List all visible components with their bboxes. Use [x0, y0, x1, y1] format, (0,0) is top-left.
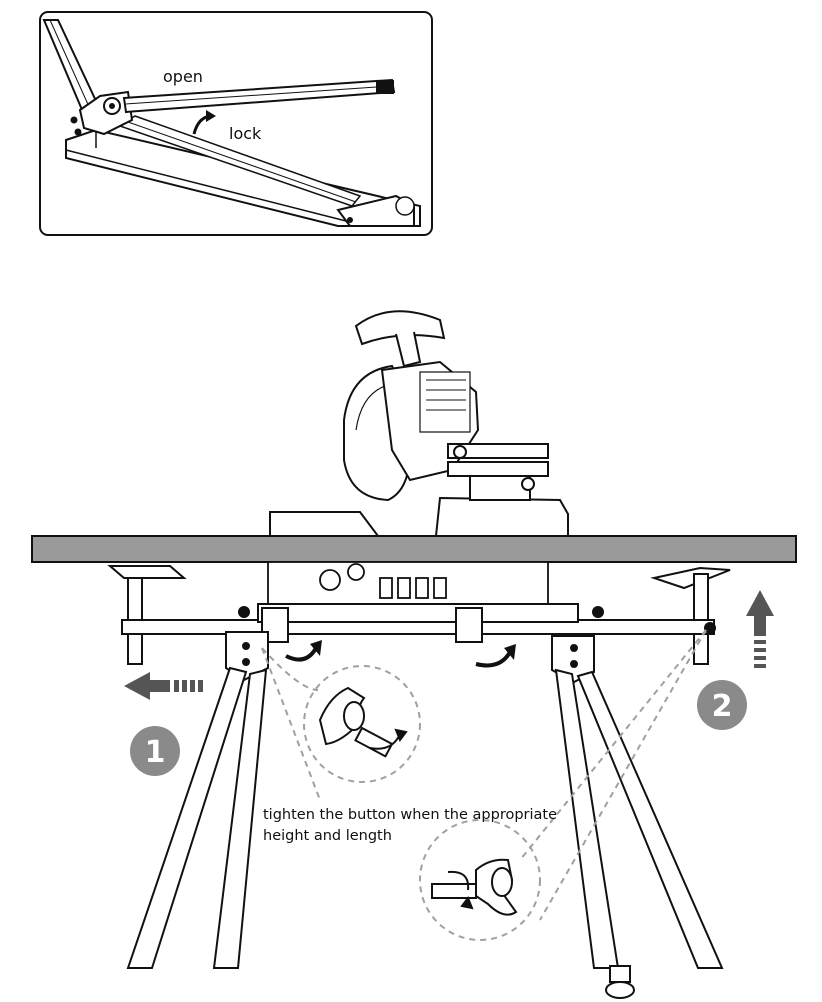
stand-beam: [121, 603, 715, 643]
stand-legs: [126, 631, 724, 999]
knob-icon: [238, 606, 250, 618]
instruction-line-2: height and length: [263, 828, 392, 844]
step-badge-1: 1: [130, 726, 180, 776]
inset-frame: [39, 11, 433, 236]
instruction-text: tighten the button when the appropriate …: [263, 807, 557, 844]
arrow-left-icon: [124, 672, 203, 700]
inset-label-open: open: [163, 67, 203, 86]
lock-arrow-icon: [192, 110, 216, 135]
extension-left: [107, 565, 187, 665]
knob-icon: [704, 622, 716, 634]
saw-mount-bracket: [267, 561, 549, 607]
tightening-knob-detail-right: [431, 858, 518, 916]
callout-left: [261, 647, 421, 801]
step-badge-2: 2: [697, 680, 747, 730]
inset-lever: [122, 78, 396, 114]
tightening-knob-detail-left: [318, 686, 408, 758]
svg-text:1: 1: [145, 735, 166, 770]
knob-icon: [592, 606, 604, 618]
arrow-up-icon: [746, 590, 774, 668]
instruction-line-1: tighten the button when the appropriate: [263, 807, 557, 823]
table-top: [31, 535, 797, 563]
miter-saw: [269, 310, 569, 537]
callout-right: [419, 629, 707, 941]
inset-panel: open lock: [39, 11, 433, 236]
inset-label-lock: lock: [229, 124, 262, 143]
rotate-arrow-icon: [475, 644, 516, 668]
rotate-arrow-icon: [285, 640, 322, 662]
svg-text:2: 2: [712, 689, 733, 724]
extension-right: [650, 566, 731, 665]
